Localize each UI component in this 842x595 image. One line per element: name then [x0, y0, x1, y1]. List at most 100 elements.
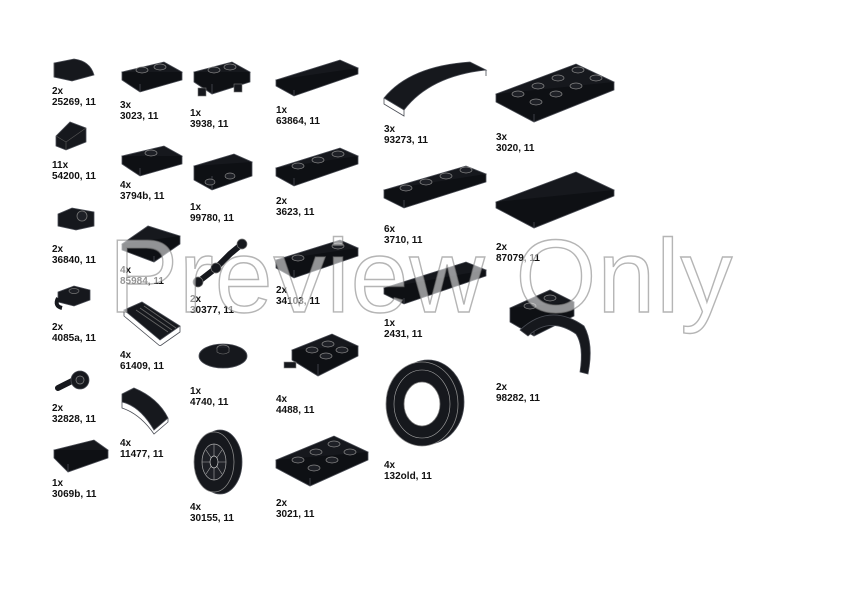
- part-number: 3938, 11: [190, 119, 229, 130]
- part-number: 132old, 11: [384, 471, 432, 482]
- part-number: 4740, 11: [190, 397, 229, 408]
- part-quantity: 1x: [190, 108, 202, 119]
- tile-1x2-icon: [53, 439, 109, 473]
- bracket-plate-icon: [57, 207, 95, 231]
- round-plate-handle-icon: [55, 370, 90, 391]
- part-quantity: 2x: [276, 196, 288, 207]
- part-label: 1x 99780, 11: [190, 202, 234, 224]
- part-number: 4488, 11: [276, 405, 315, 416]
- part-label: 4x 132old, 11: [384, 460, 432, 482]
- part-label: 4x 85984, 11: [120, 265, 164, 287]
- part-number: 30155, 11: [190, 513, 234, 524]
- part-label: 1x 63864, 11: [276, 105, 320, 127]
- slope-cheese-icon: [55, 121, 87, 151]
- part-quantity: 3x: [120, 100, 132, 111]
- part-quantity: 2x: [52, 403, 64, 414]
- part-label: 1x 3069b, 11: [52, 478, 96, 500]
- part-quantity: 2x: [52, 322, 64, 333]
- part-number: 3020, 11: [496, 143, 535, 154]
- part-label: 11x 54200, 11: [52, 160, 96, 182]
- tile-1x3-icon: [274, 59, 360, 97]
- wheel-holder-plate-icon: [283, 333, 359, 377]
- part-quantity: 2x: [276, 498, 288, 509]
- part-number: 2431, 11: [384, 329, 423, 340]
- plate-1x4-icon: [382, 165, 488, 209]
- part-label: 2x 36840, 11: [52, 244, 96, 266]
- jumper-plate-icon: [121, 145, 184, 177]
- robot-arm-icon: [192, 238, 248, 288]
- part-label: 4x 61409, 11: [120, 350, 164, 372]
- part-quantity: 4x: [276, 394, 288, 405]
- tile-1x4-icon: [382, 261, 488, 305]
- part-quantity: 6x: [384, 224, 396, 235]
- curved-slope-icon: [121, 387, 169, 435]
- part-quantity: 4x: [120, 180, 132, 191]
- part-quantity: 4x: [120, 350, 132, 361]
- part-number: 34103, 11: [276, 296, 320, 307]
- part-number: 3623, 11: [276, 207, 315, 218]
- part-quantity: 1x: [190, 386, 202, 397]
- part-quantity: 1x: [276, 105, 288, 116]
- part-number: 63864, 11: [276, 116, 320, 127]
- mudguard-icon: [509, 289, 591, 375]
- part-quantity: 2x: [496, 242, 508, 253]
- part-number: 85984, 11: [120, 276, 164, 287]
- part-number: 61409, 11: [120, 361, 164, 372]
- part-number: 54200, 11: [52, 171, 96, 182]
- part-quantity: 3x: [384, 124, 396, 135]
- part-quantity: 2x: [190, 294, 202, 305]
- part-label: 4x 30155, 11: [190, 502, 234, 524]
- part-label: 1x 4740, 11: [190, 386, 228, 408]
- bracket-inverted-icon: [192, 153, 254, 191]
- part-label: 3x 3020, 11: [496, 132, 534, 154]
- part-quantity: 4x: [120, 265, 132, 276]
- part-label: 4x 4488, 11: [276, 394, 314, 416]
- part-quantity: 1x: [190, 202, 202, 213]
- part-label: 1x 3938, 11: [190, 108, 228, 130]
- plate-1x2-icon: [121, 61, 184, 93]
- part-number: 11477, 11: [120, 449, 164, 460]
- part-quantity: 4x: [190, 502, 202, 513]
- part-quantity: 2x: [496, 382, 508, 393]
- part-label: 3x 93273, 11: [384, 124, 428, 146]
- part-quantity: 3x: [496, 132, 508, 143]
- part-quantity: 4x: [120, 438, 132, 449]
- part-label: 1x 2431, 11: [384, 318, 422, 340]
- part-label: 3x 3023, 11: [120, 100, 158, 122]
- part-number: 3794b, 11: [120, 191, 165, 202]
- part-number: 99780, 11: [190, 213, 234, 224]
- clip-plate-icon: [54, 285, 91, 310]
- part-quantity: 1x: [52, 478, 64, 489]
- wheel-rim-icon: [193, 429, 243, 495]
- plate-modified-icon: [274, 239, 360, 279]
- quarter-round-tile-icon: [53, 58, 95, 82]
- plate-2x3-icon: [275, 435, 369, 487]
- part-number: 3023, 11: [120, 111, 159, 122]
- grille-slope-icon: [123, 301, 181, 346]
- part-label: 2x 34103, 11: [276, 285, 320, 307]
- part-label: 2x 4085a, 11: [52, 322, 96, 344]
- part-label: 2x 30377, 11: [190, 294, 234, 316]
- part-label: 4x 11477, 11: [120, 438, 163, 460]
- part-number: 4085a, 11: [52, 333, 96, 344]
- part-quantity: 2x: [52, 86, 64, 97]
- part-number: 98282, 11: [496, 393, 540, 404]
- plate-2x4-icon: [495, 63, 615, 123]
- slope-1x2-icon: [121, 225, 181, 263]
- part-label: 6x 3710, 11: [384, 224, 422, 246]
- part-number: 93273, 11: [384, 135, 428, 146]
- part-label: 2x 25269, 11: [52, 86, 96, 108]
- part-label: 2x 3021, 11: [276, 498, 314, 520]
- part-label: 2x 3623, 11: [276, 196, 314, 218]
- part-label: 4x 3794b, 11: [120, 180, 164, 202]
- plate-1x3-icon: [274, 147, 360, 187]
- part-quantity: 4x: [384, 460, 396, 471]
- part-quantity: 11x: [52, 160, 69, 171]
- part-number: 32828, 11: [52, 414, 96, 425]
- part-label: 2x 87079, 11: [496, 242, 540, 264]
- part-number: 36840, 11: [52, 255, 96, 266]
- part-number: 30377, 11: [190, 305, 234, 316]
- part-quantity: 2x: [52, 244, 64, 255]
- part-number: 3710, 11: [384, 235, 423, 246]
